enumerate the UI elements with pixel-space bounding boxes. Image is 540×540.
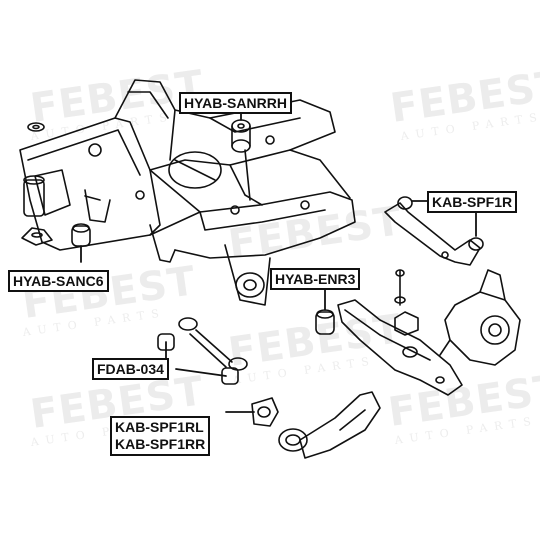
part-label-kab-spf1r: KAB-SPF1R	[427, 191, 518, 213]
left-mount-parts-drawing	[21, 122, 101, 246]
part-label-hyab-enr3: HYAB-ENR3	[270, 268, 361, 290]
part-label-hyab-sanrrh: HYAB-SANRRH	[179, 92, 292, 114]
trailing-arm-drawing	[251, 391, 381, 459]
lower-control-arm-drawing	[315, 299, 463, 396]
part-label-hyab-sanc6: HYAB-SANC6	[8, 270, 109, 292]
part-label-fdab-034: FDAB-034	[92, 358, 169, 380]
part-label-kab-spf1rl: KAB-SPF1RL	[115, 419, 204, 435]
part-label-kab-spf1rl-rr: KAB-SPF1RL KAB-SPF1RR	[110, 416, 211, 456]
lateral-link-drawing	[157, 317, 248, 385]
hyab-sanrrh-bushing-drawing	[231, 119, 251, 153]
hyab-sanc6-bushing-drawing	[71, 223, 91, 247]
rear-subframe-drawing	[19, 79, 356, 306]
knuckle-drawing	[439, 269, 521, 366]
stabilizer-link-drawing	[394, 269, 419, 336]
upper-control-arm-drawing	[384, 196, 484, 266]
part-label-kab-spf1rr: KAB-SPF1RR	[115, 436, 206, 452]
